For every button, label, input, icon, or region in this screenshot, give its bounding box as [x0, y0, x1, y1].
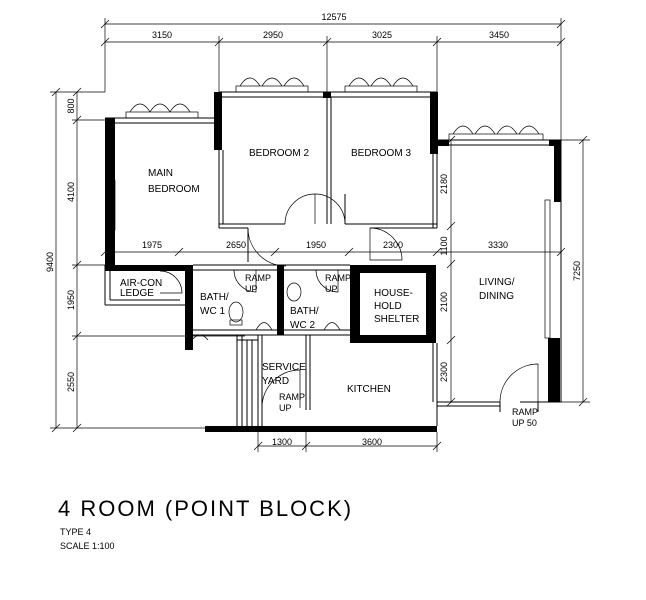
- label-main-bedroom-1: MAIN: [148, 168, 173, 179]
- label-main-bedroom-2: BEDROOM: [148, 184, 200, 195]
- dim-bottom-1: 1300: [272, 437, 292, 447]
- room-labels: MAIN BEDROOM BEDROOM 2 BEDROOM 3 LIVING/…: [120, 148, 515, 395]
- label-ramp-entry-2: UP 50: [512, 418, 537, 428]
- label-aircon-2: LEDGE: [120, 288, 154, 299]
- label-living-1: LIVING/: [479, 277, 515, 288]
- dim-inner-1: 2180: [439, 174, 449, 194]
- dim-top-4: 3450: [489, 30, 509, 40]
- label-bedroom-2: BEDROOM 2: [249, 148, 309, 159]
- label-shelter-1: HOUSE-: [374, 288, 413, 299]
- dim-inner-2: 1100: [439, 236, 449, 255]
- plan-title: 4 ROOM (POINT BLOCK): [58, 496, 354, 521]
- dimension-labels: 12575 3150 2950 3025 3450 9400 800 4100 …: [45, 12, 582, 447]
- plan-scale: SCALE 1:100: [60, 541, 115, 551]
- dim-left-3: 1950: [66, 290, 76, 310]
- dim-right-total: 7250: [572, 261, 582, 281]
- dim-inner-3: 2100: [439, 292, 449, 312]
- dim-mid-5: 3330: [488, 240, 508, 250]
- dim-left-4: 2550: [66, 372, 76, 392]
- label-living-2: DINING: [479, 291, 514, 302]
- label-bath1-1: BATH/: [200, 292, 229, 303]
- label-ramp2-2: UP: [325, 284, 338, 294]
- dim-top-1: 3150: [152, 30, 172, 40]
- label-bath1-2: WC 1: [200, 306, 225, 317]
- ramp-labels: RAMP UP RAMP UP RAMP UP RAMP UP 50: [245, 273, 538, 428]
- dim-left-1: 800: [66, 98, 76, 113]
- label-ramp-yard-1: RAMP: [279, 392, 305, 402]
- windows: [109, 77, 551, 339]
- dim-mid-1: 1975: [142, 240, 162, 250]
- label-ramp2-1: RAMP: [325, 273, 351, 283]
- label-bedroom-3: BEDROOM 3: [351, 148, 411, 159]
- doors: [159, 193, 539, 412]
- label-bath2-2: WC 2: [290, 320, 315, 331]
- dim-top-2: 2950: [263, 30, 283, 40]
- dim-inner-4: 2300: [439, 362, 449, 382]
- walls: [104, 91, 562, 432]
- label-kitchen: KITCHEN: [347, 384, 391, 395]
- dim-top-3: 3025: [372, 30, 392, 40]
- label-service-1: SERVICE: [262, 362, 306, 373]
- dim-left-total: 9400: [45, 252, 55, 272]
- dim-mid-3: 1950: [306, 240, 326, 250]
- label-ramp1-1: RAMP: [245, 273, 271, 283]
- label-bath2-1: BATH/: [290, 306, 319, 317]
- dim-bottom-2: 3600: [362, 437, 382, 447]
- label-ramp-yard-2: UP: [279, 403, 292, 413]
- dim-left-2: 4100: [66, 182, 76, 202]
- dim-mid-4: 2300: [383, 240, 403, 250]
- dim-total-width: 12575: [321, 12, 346, 22]
- plan-type: TYPE 4: [60, 527, 92, 537]
- label-ramp1-2: UP: [245, 284, 258, 294]
- fixtures: [191, 282, 341, 341]
- label-service-2: YARD: [262, 376, 289, 387]
- dimension-lines: [50, 18, 590, 452]
- label-shelter-2: HOLD: [374, 301, 402, 312]
- label-shelter-3: SHELTER: [374, 314, 419, 325]
- dim-mid-2: 2650: [226, 240, 246, 250]
- label-ramp-entry-1: RAMP: [512, 407, 538, 417]
- label-aircon-1: AIR-CON: [120, 278, 162, 289]
